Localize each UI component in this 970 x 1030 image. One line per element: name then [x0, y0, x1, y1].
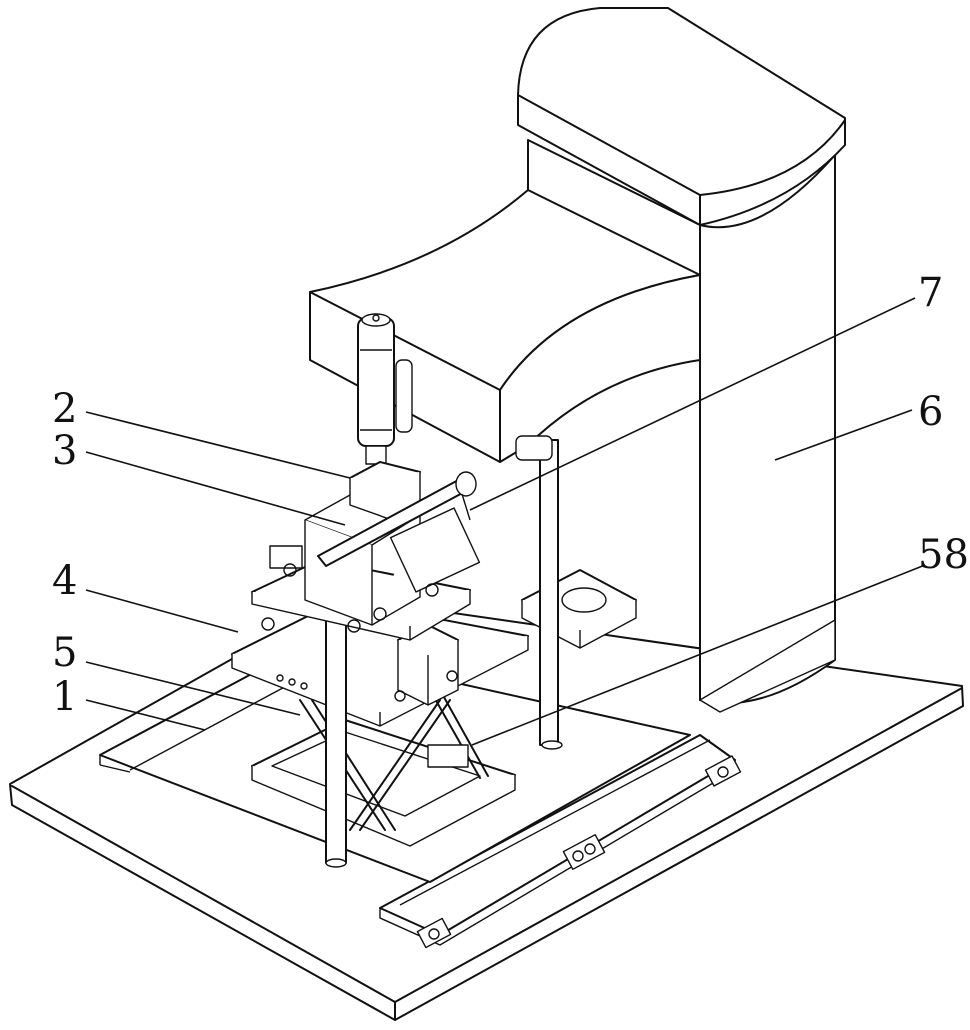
callout-58: 58 [918, 532, 969, 578]
callout-4: 4 [52, 558, 77, 604]
callout-6: 6 [918, 389, 943, 435]
callout-2: 2 [52, 386, 77, 432]
callout-1: 1 [52, 674, 77, 720]
callout-7: 7 [918, 270, 943, 316]
callout-5: 5 [52, 630, 77, 676]
callout-3: 3 [52, 428, 77, 474]
